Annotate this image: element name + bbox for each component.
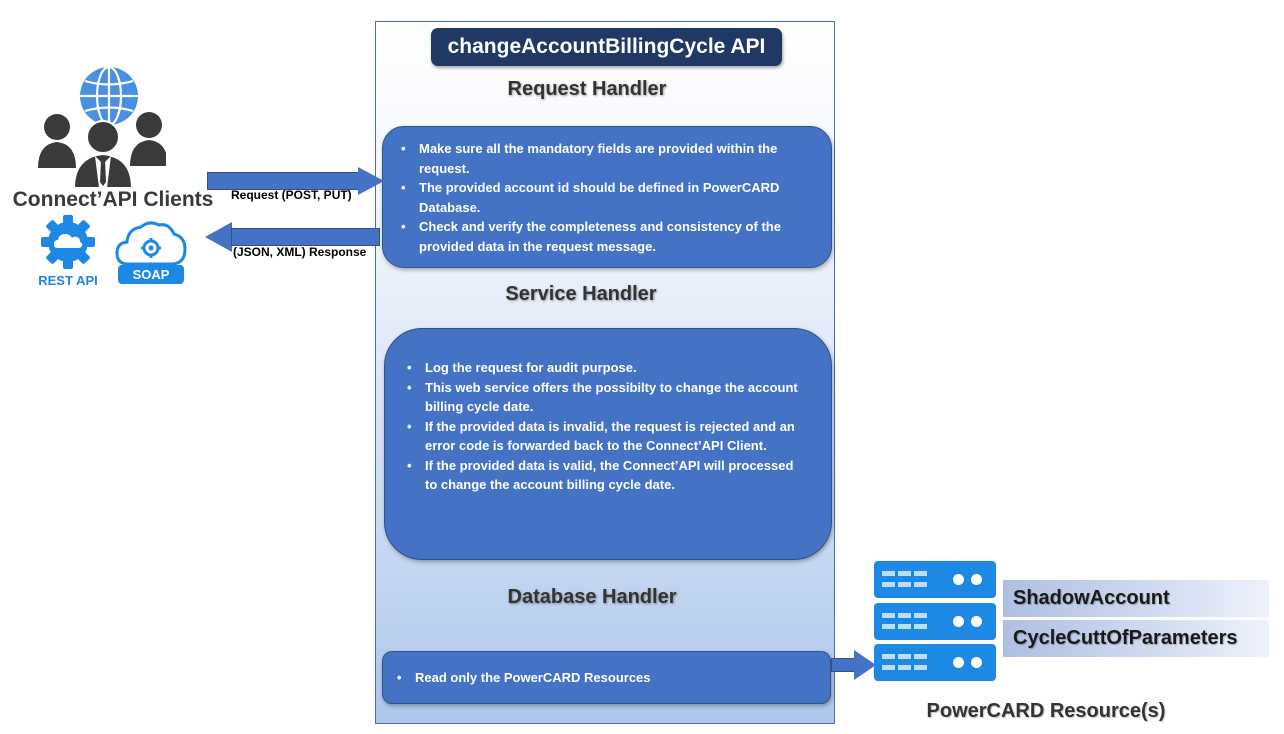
request-item: The provided account id should be define…	[401, 178, 807, 217]
database-item: Read only the PowerCARD Resources	[397, 668, 820, 688]
response-arrow	[205, 222, 380, 252]
database-arrow	[831, 650, 877, 680]
rest-api-gear-icon	[41, 215, 95, 269]
request-arrow-label: Request (POST, PUT)	[231, 188, 352, 202]
request-item: Make sure all the mandatory fields are p…	[401, 139, 807, 178]
rest-api-label: REST API	[38, 273, 98, 288]
request-handler-heading: Request Handler	[507, 78, 667, 100]
response-arrow-label: (JSON, XML) Response	[233, 245, 367, 259]
table-shadow-account: ShadowAccount	[1003, 580, 1269, 617]
service-handler-box: Log the request for audit purpose. This …	[384, 328, 832, 560]
table-cycle-cutt-of-parameters: CycleCuttOfParameters	[1003, 620, 1269, 657]
service-item: This web service offers the possibilty t…	[407, 378, 807, 417]
globe-icon	[80, 65, 138, 127]
request-arrow	[207, 167, 384, 195]
clients-group-icon	[38, 65, 166, 189]
database-handler-box: Read only the PowerCARD Resources	[382, 651, 831, 704]
soap-label: SOAP	[118, 265, 184, 284]
service-handler-heading: Service Handler	[505, 283, 657, 305]
request-handler-box: Make sure all the mandatory fields are p…	[382, 126, 832, 268]
request-item: Check and verify the completeness and co…	[401, 217, 807, 256]
api-title: changeAccountBillingCycle API	[431, 28, 782, 66]
soap-gear-icon	[141, 238, 161, 258]
soap-cloud-icon	[115, 221, 187, 266]
resources-label: PowerCARD Resource(s)	[926, 700, 1166, 722]
service-item: If the provided data is invalid, the req…	[407, 417, 807, 456]
database-handler-heading: Database Handler	[507, 586, 677, 608]
service-item: Log the request for audit purpose.	[407, 358, 807, 378]
clients-label: Connect’API Clients	[12, 188, 214, 211]
service-item: If the provided data is valid, the Conne…	[407, 456, 807, 495]
